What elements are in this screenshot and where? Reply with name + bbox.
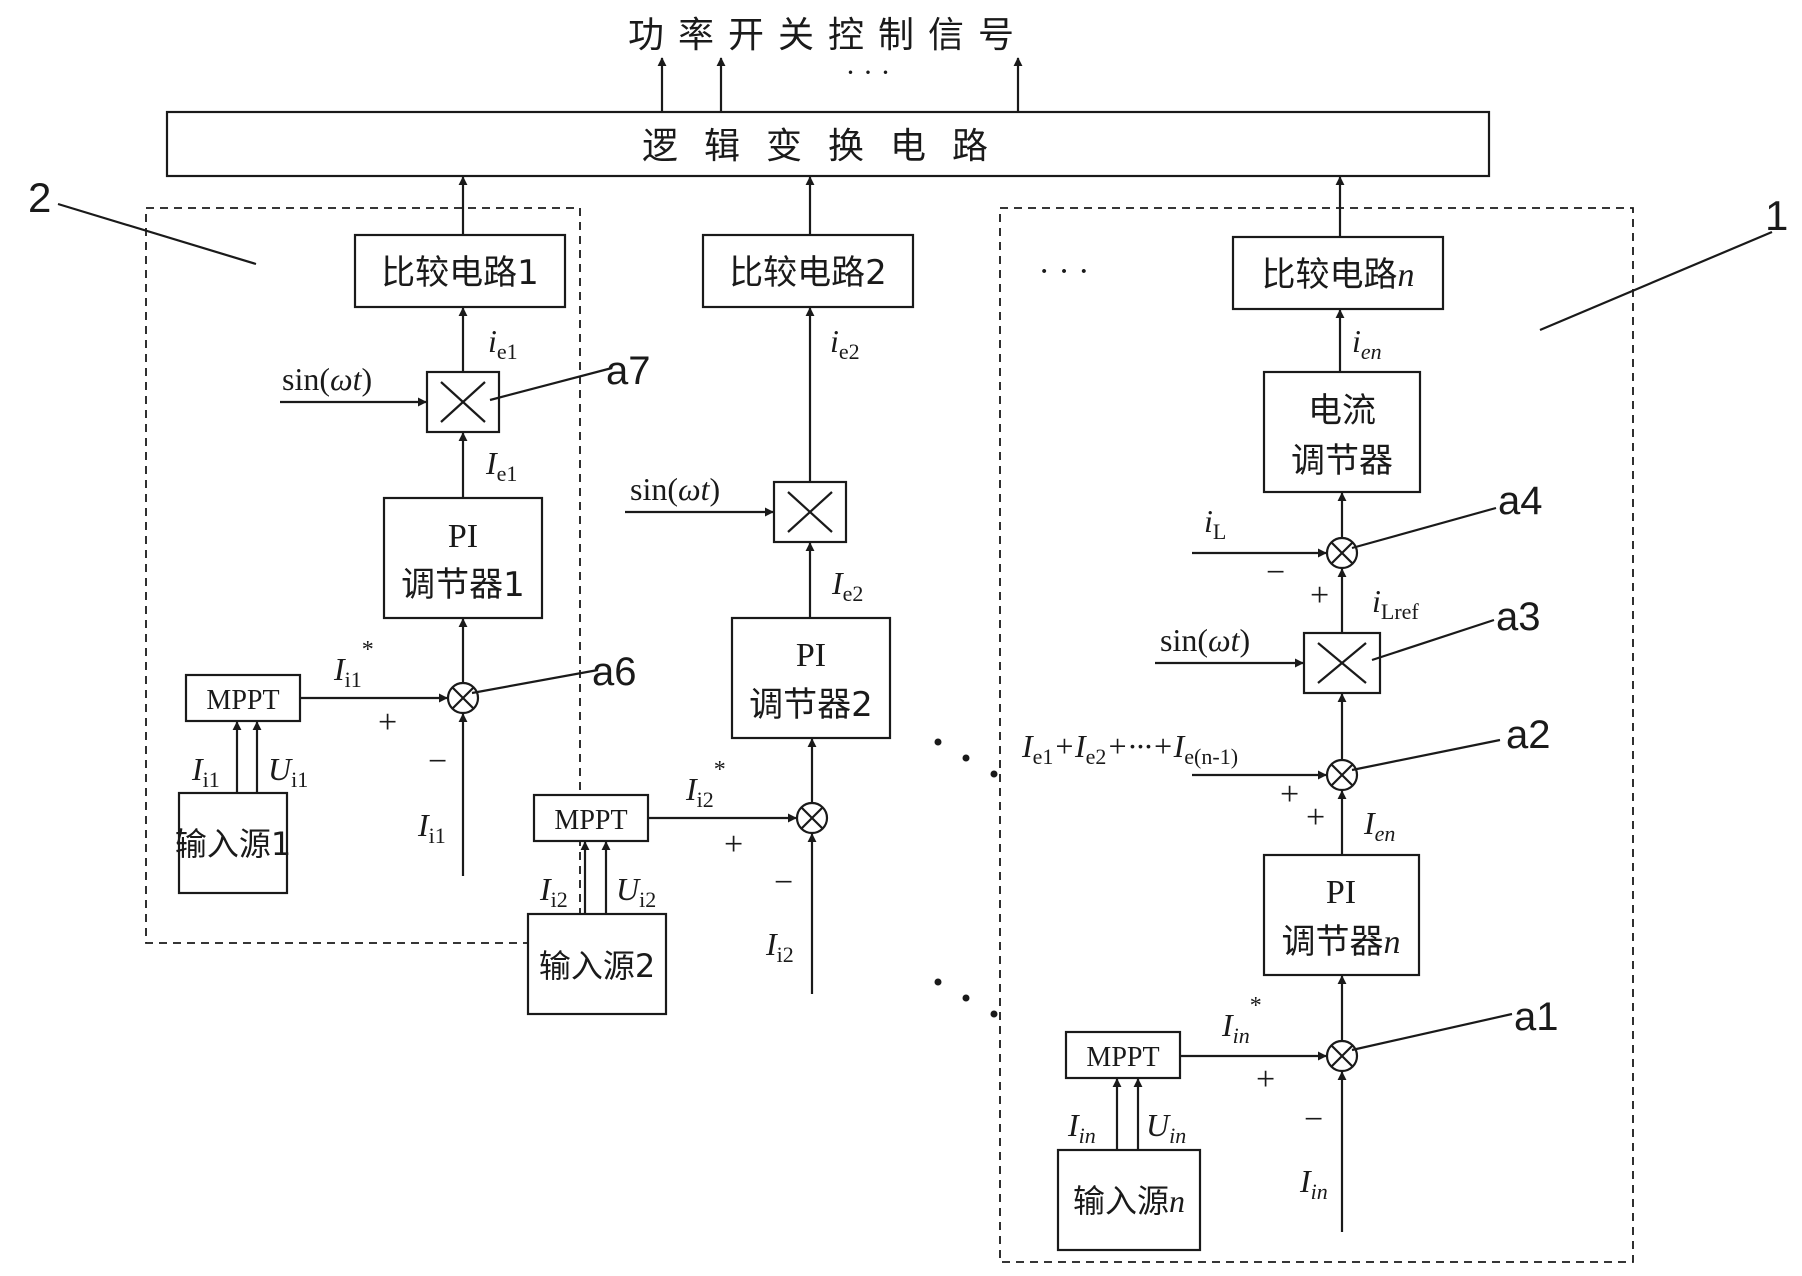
signal-Uin: Uin: [1146, 1107, 1186, 1148]
sum-expression: Ie1+Ie2+···+Ie(n-1): [1021, 728, 1238, 769]
ellipsis-top: · · ·: [1039, 253, 1090, 290]
sin-input-1: sin(ωt): [282, 361, 372, 397]
callout-a2: a2: [1506, 713, 1551, 757]
signal-ie1: ie1: [488, 323, 518, 364]
signal-Ii1-meas: Ii1: [417, 807, 446, 848]
input-source-n-label: 输入源n: [1073, 1182, 1185, 1220]
output-ellipsis: · · ·: [846, 56, 891, 89]
group-label-1: 1: [1765, 192, 1788, 239]
mppt-1-label: MPPT: [206, 685, 279, 716]
column-1: 比较电路1 ie1 sin(ωt) a7 Ie1 PI 调节器1 a6 MPPT…: [175, 176, 651, 895]
compare-circuit-n-label: 比较电路n: [1262, 255, 1415, 295]
pi-regulator-2: [730, 616, 892, 740]
callout-a4: a4: [1498, 479, 1543, 523]
pi-regulator-1-line1: PI: [448, 518, 478, 555]
group-box-1: [999, 207, 1634, 1263]
current-regulator-line1: 电流: [1308, 391, 1376, 431]
pi-regulator-n: [1262, 853, 1421, 977]
signal-Ii2-src: Ii2: [539, 871, 568, 912]
current-regulator: [1262, 370, 1422, 494]
logic-transform-label: 逻辑变换电路: [642, 126, 1014, 167]
summing-junction-a2: [1325, 758, 1359, 792]
minus-a1: −: [1304, 1101, 1323, 1138]
ellipsis-mid: [934, 738, 998, 778]
signal-Ui2: Ui2: [616, 871, 656, 912]
pi-regulator-n-line2: 调节器n: [1282, 922, 1401, 962]
plus-a1: +: [1256, 1061, 1275, 1098]
signal-Ii1-ref: Ii1*: [333, 637, 374, 692]
signal-Ie2: Ie2: [831, 565, 863, 606]
plus-a2-bottom: +: [1306, 799, 1325, 836]
plus-a2-left: +: [1280, 776, 1299, 813]
column-2: 比较电路2 ie2 sin(ωt) Ie2 PI 调节器2 MPPT Ii2* …: [526, 176, 915, 1016]
input-source-2: [526, 912, 668, 1016]
callout-a7: a7: [606, 349, 651, 393]
sin-input-n: sin(ωt): [1160, 622, 1250, 658]
logic-transform-block: [165, 110, 1491, 178]
signal-iLref: iLref: [1372, 583, 1419, 624]
plus-1: +: [378, 704, 397, 741]
ellipsis-low: [934, 978, 998, 1018]
signal-Ui1: Ui1: [268, 751, 308, 792]
input-source-2-label: 输入源2: [539, 947, 655, 985]
compare-circuit-2-label: 比较电路2: [729, 253, 887, 293]
column-n: 比较电路n ien 电流 调节器 iL − + a4 iLref sin(ωt)…: [1021, 176, 1559, 1252]
compare-circuit-1: [353, 233, 567, 309]
signal-Ie1: Ie1: [485, 445, 517, 486]
mppt-block-1: [184, 673, 302, 723]
callout-a3: a3: [1496, 595, 1541, 639]
mppt-block-n: [1064, 1030, 1182, 1080]
signal-Iin-src: Iin: [1067, 1107, 1096, 1148]
summing-junction-a1: [1325, 1039, 1359, 1073]
callout-a1: a1: [1514, 995, 1559, 1039]
plus-a4: +: [1310, 577, 1329, 614]
mppt-n-label: MPPT: [1086, 1042, 1159, 1073]
mppt-block-2: [532, 793, 650, 843]
mppt-2-label: MPPT: [554, 805, 627, 836]
pi-regulator-n-line1: PI: [1326, 874, 1356, 911]
signal-Ien: Ien: [1363, 805, 1395, 846]
pi-regulator-2-line2: 调节器2: [749, 685, 873, 725]
signal-Iin-meas: Iin: [1299, 1163, 1328, 1204]
input-source-1-label: 输入源1: [175, 825, 291, 863]
output-signal-label: 功率开关控制信号: [628, 15, 1028, 56]
signal-Iin-ref: Iin*: [1221, 993, 1262, 1048]
pi-regulator-2-line1: PI: [796, 637, 826, 674]
sin-input-2: sin(ωt): [630, 471, 720, 507]
current-regulator-line2: 调节器: [1291, 441, 1393, 481]
pi-regulator-1: [382, 496, 544, 620]
signal-Ii2-ref: Ii2*: [685, 757, 726, 812]
summing-junction-2: [795, 801, 829, 835]
summing-junction-a4: [1325, 536, 1359, 570]
input-source-1: [177, 791, 289, 895]
plus-2: +: [724, 826, 743, 863]
output-arrows: [657, 57, 1023, 112]
compare-circuit-1-label: 比较电路1: [381, 253, 539, 293]
minus-a4: −: [1266, 554, 1285, 591]
signal-Ii2-meas: Ii2: [765, 926, 794, 967]
input-source-n: [1056, 1148, 1202, 1252]
callout-a6: a6: [592, 650, 637, 694]
compare-circuit-2: [701, 233, 915, 309]
compare-circuit-n: [1231, 235, 1445, 311]
group-box-2: [145, 207, 581, 944]
summing-junction-a6: [446, 681, 480, 715]
pi-regulator-1-line2: 调节器1: [401, 565, 525, 605]
signal-iL: iL: [1204, 503, 1226, 544]
minus-2: −: [774, 864, 793, 901]
signal-ien: ien: [1352, 323, 1382, 364]
signal-Ii1-src: Ii1: [191, 751, 220, 792]
group-label-2: 2: [28, 174, 51, 221]
minus-1: −: [428, 743, 447, 780]
signal-ie2: ie2: [830, 323, 860, 364]
